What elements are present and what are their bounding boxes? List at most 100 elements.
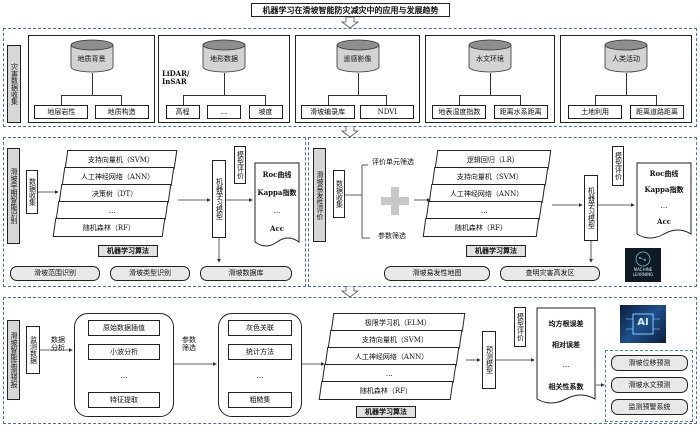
s1-item: 距离水系距离 <box>493 105 548 119</box>
s1-bracket-line <box>182 95 266 105</box>
s1-item: 高程 <box>165 105 200 119</box>
s2r-output-pill: 查明灾害高发区 <box>500 266 600 281</box>
s1-bracket-line <box>595 95 657 105</box>
s2l-output-pill: 滑坡类型识别 <box>110 266 190 281</box>
s3-metric: 相对误差 <box>552 340 580 349</box>
s2r-algorithm-text: 随机森林（RF） <box>454 223 508 232</box>
s2l-algorithm-text: ... <box>108 206 116 215</box>
s3-eval-label: 模型评价 <box>514 307 526 347</box>
s2l-metric: Roc曲线 <box>262 170 292 179</box>
diagram-title: 机器学习在滑坡智能防灾减灾中的应用与发展趋势 <box>251 3 450 17</box>
s3-param-label: 参数筛选 <box>182 336 196 353</box>
s1-stem-line <box>224 73 225 95</box>
s2r-algorithm-text: 逻辑回归（LR） <box>467 155 519 164</box>
s3-metric: 相关性系数 <box>548 382 584 391</box>
database-cylinder-icon <box>604 39 648 73</box>
s3-outputs-wrap <box>605 350 693 422</box>
s3-analysis-item: 小波分析 <box>88 344 160 360</box>
s3-analysis-item: 特征提取 <box>88 392 160 408</box>
s1-sub-label: LiDAR/ InSAR <box>162 69 190 87</box>
s1-group-header: 水文环境 <box>476 55 504 63</box>
s1-group-header: 遥感影像 <box>343 55 372 63</box>
s1-item: 距离道路距离 <box>630 105 684 119</box>
s2r-metric: Kappa指数 <box>644 185 684 194</box>
s2r-algo-label: 机器学习算法 <box>466 245 526 257</box>
s1-item: 地表湿度指数 <box>432 105 487 119</box>
s1-stem-line <box>91 73 93 95</box>
s2r-collect-label: 数据收集 <box>333 170 345 218</box>
s1-stem-line <box>357 73 359 95</box>
s2l-collect-label: 数据收集 <box>26 170 38 214</box>
s2l-model-label: 机器学习模型 <box>212 160 226 238</box>
s1-stem-line <box>626 73 627 95</box>
s2r-eval-label: 模型评价 <box>612 146 624 186</box>
s2l-algorithm-text: 决策树（DT） <box>92 189 138 198</box>
s2l-metric: Kappa指数 <box>257 188 297 197</box>
s3-analysis-label: 数据分析 <box>51 336 65 353</box>
title-down-arrow <box>340 17 360 28</box>
ai-icon: AI <box>620 305 666 343</box>
s3-algorithm-layer: 随机森林（RF） <box>318 381 454 400</box>
s2r-output-pill: 滑坡易发性地图 <box>384 266 490 281</box>
database-cylinder-icon <box>70 39 114 73</box>
s2r-screen-label: 评价单元筛选 <box>372 158 414 166</box>
s2r-algorithm-layer: 随机森林（RF） <box>422 218 540 237</box>
s2r-model-label: 机器学习模型 <box>584 175 598 241</box>
s3-param-item: 粗糙集 <box>228 392 292 408</box>
s1-item: 地质构造 <box>94 105 149 119</box>
s2l-algo-label: 机器学习算法 <box>98 245 158 257</box>
s3-algorithm-text: 随机森林（RF） <box>359 386 413 395</box>
s3-algo-label: 机器学习算法 <box>356 406 416 418</box>
s1-item: 坡度 <box>248 105 283 119</box>
s2l-metric: Acc <box>270 224 284 233</box>
s1-group-header: 人类活动 <box>612 55 640 63</box>
section1-side-label: 灾害数据收集 <box>7 45 21 123</box>
s3-algorithm-text: ... <box>385 369 393 378</box>
section2-left-side-label: 滑坡早期智能识别 <box>7 148 20 244</box>
s2r-param-label: 参数筛选 <box>378 232 406 240</box>
s2l-eval-label: 模型评价 <box>234 146 246 184</box>
s1-stem-line <box>490 73 491 95</box>
section1-down-arrow <box>340 126 360 137</box>
s3-output-pill: 滑坡水文预测 <box>611 377 688 393</box>
s1-group-header: 地形数据 <box>210 55 238 63</box>
database-cylinder-icon <box>202 39 246 73</box>
s2l-output-pill: 滑坡范围识别 <box>10 266 100 281</box>
s3-output-pill: 监测预警系统 <box>611 399 688 415</box>
s2l-output-pill: 滑坡数据库 <box>200 266 292 281</box>
s3-metric: ... <box>562 361 570 369</box>
s3-param-item: 灰色关联 <box>228 320 292 336</box>
s2r-algorithm-text: 支持向量机（SVM） <box>456 172 524 181</box>
s3-algorithm-text: 极限学习机（ELM） <box>365 318 431 327</box>
s1-item: 地层岩性 <box>34 105 89 119</box>
s3-analysis-item: 原始数据插值 <box>88 320 160 336</box>
s3-param-ellipsis: ... <box>256 372 264 380</box>
s2r-algorithm-text: ... <box>480 206 488 215</box>
s2r-metric: Roc曲线 <box>649 169 679 178</box>
s3-predict-label: 预测模型 <box>482 331 496 389</box>
s1-group-header: 地质背景 <box>77 55 106 63</box>
machine-learning-icon: MACHINE LEARNING <box>625 248 661 282</box>
s1-item: NDVI <box>360 105 415 119</box>
s3-metric: 均方根误差 <box>548 319 584 328</box>
s2l-metric: ... <box>273 207 281 215</box>
s3-param-item: 统计方法 <box>228 344 292 360</box>
s3-algorithm-text: 人工神经网络（ANN） <box>355 352 429 361</box>
s2l-metrics-panel: Roc曲线 Kappa指数... Acc <box>254 162 300 250</box>
s2l-algorithm-text: 人工神经网络（ANN） <box>81 172 155 181</box>
section2-down-arrow <box>340 286 360 297</box>
s3-analysis-ellipsis: ... <box>120 372 128 380</box>
s2l-algorithm-text: 支持向量机（SVM） <box>87 155 155 164</box>
s2l-algorithm-text: 随机森林（RF） <box>82 223 136 232</box>
s3-output-pill: 滑坡位移预测 <box>611 355 688 371</box>
s3-metrics-panel: 均方根误差相对误差... 相关性系数 <box>536 307 596 407</box>
section2-right-side-label: 滑坡易发性评价 <box>313 148 326 242</box>
s2l-algorithm-layer: 随机森林（RF） <box>52 218 166 237</box>
s1-item: 土地利用 <box>568 105 622 119</box>
s1-bracket-line <box>61 95 122 105</box>
s1-item: 滑坡编录库 <box>300 105 355 119</box>
plus-icon <box>381 187 409 215</box>
s2r-metric: ... <box>660 202 668 210</box>
ai-icon-text: AI <box>637 317 649 328</box>
